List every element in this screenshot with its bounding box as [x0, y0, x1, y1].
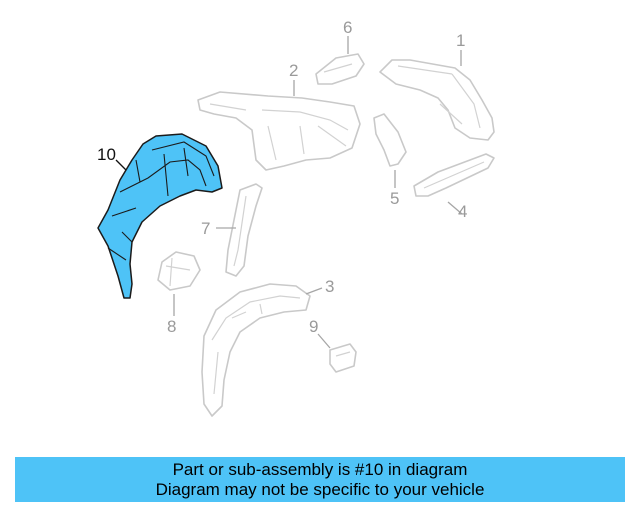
leader-4 [447, 201, 463, 215]
part-9[interactable] [329, 343, 357, 373]
banner-line-part-number: Part or sub-assembly is #10 in diagram [172, 459, 468, 479]
callout-numbers: 1 2 3 4 5 6 7 8 9 10 [97, 18, 467, 336]
callout-1: 1 [456, 31, 465, 50]
callout-6: 6 [343, 18, 352, 37]
callout-5: 5 [390, 189, 399, 208]
callout-2: 2 [289, 61, 298, 80]
parts-diagram: 1 2 3 4 5 6 7 8 9 10 [97, 18, 495, 417]
leader-10 [115, 159, 127, 171]
callout-8: 8 [167, 317, 176, 336]
part-10-highlighted[interactable] [97, 133, 223, 299]
leader-9 [317, 333, 331, 349]
leader-3 [305, 287, 323, 295]
part-8[interactable] [157, 251, 201, 291]
callout-10: 10 [97, 145, 116, 164]
part-4[interactable] [413, 153, 495, 197]
leader-lines [115, 36, 463, 349]
part-3[interactable] [201, 283, 311, 417]
part-1[interactable] [379, 59, 495, 141]
part-6[interactable] [315, 53, 365, 85]
part-7[interactable] [225, 183, 263, 277]
callout-3: 3 [325, 277, 334, 296]
callout-4: 4 [458, 202, 467, 221]
callout-9: 9 [309, 317, 318, 336]
part-5[interactable] [373, 113, 407, 167]
banner-line-disclaimer: Diagram may not be specific to your vehi… [155, 479, 485, 499]
callout-7: 7 [201, 219, 210, 238]
info-banner: Part or sub-assembly is #10 in diagram D… [15, 457, 625, 502]
part-2[interactable] [197, 91, 361, 171]
